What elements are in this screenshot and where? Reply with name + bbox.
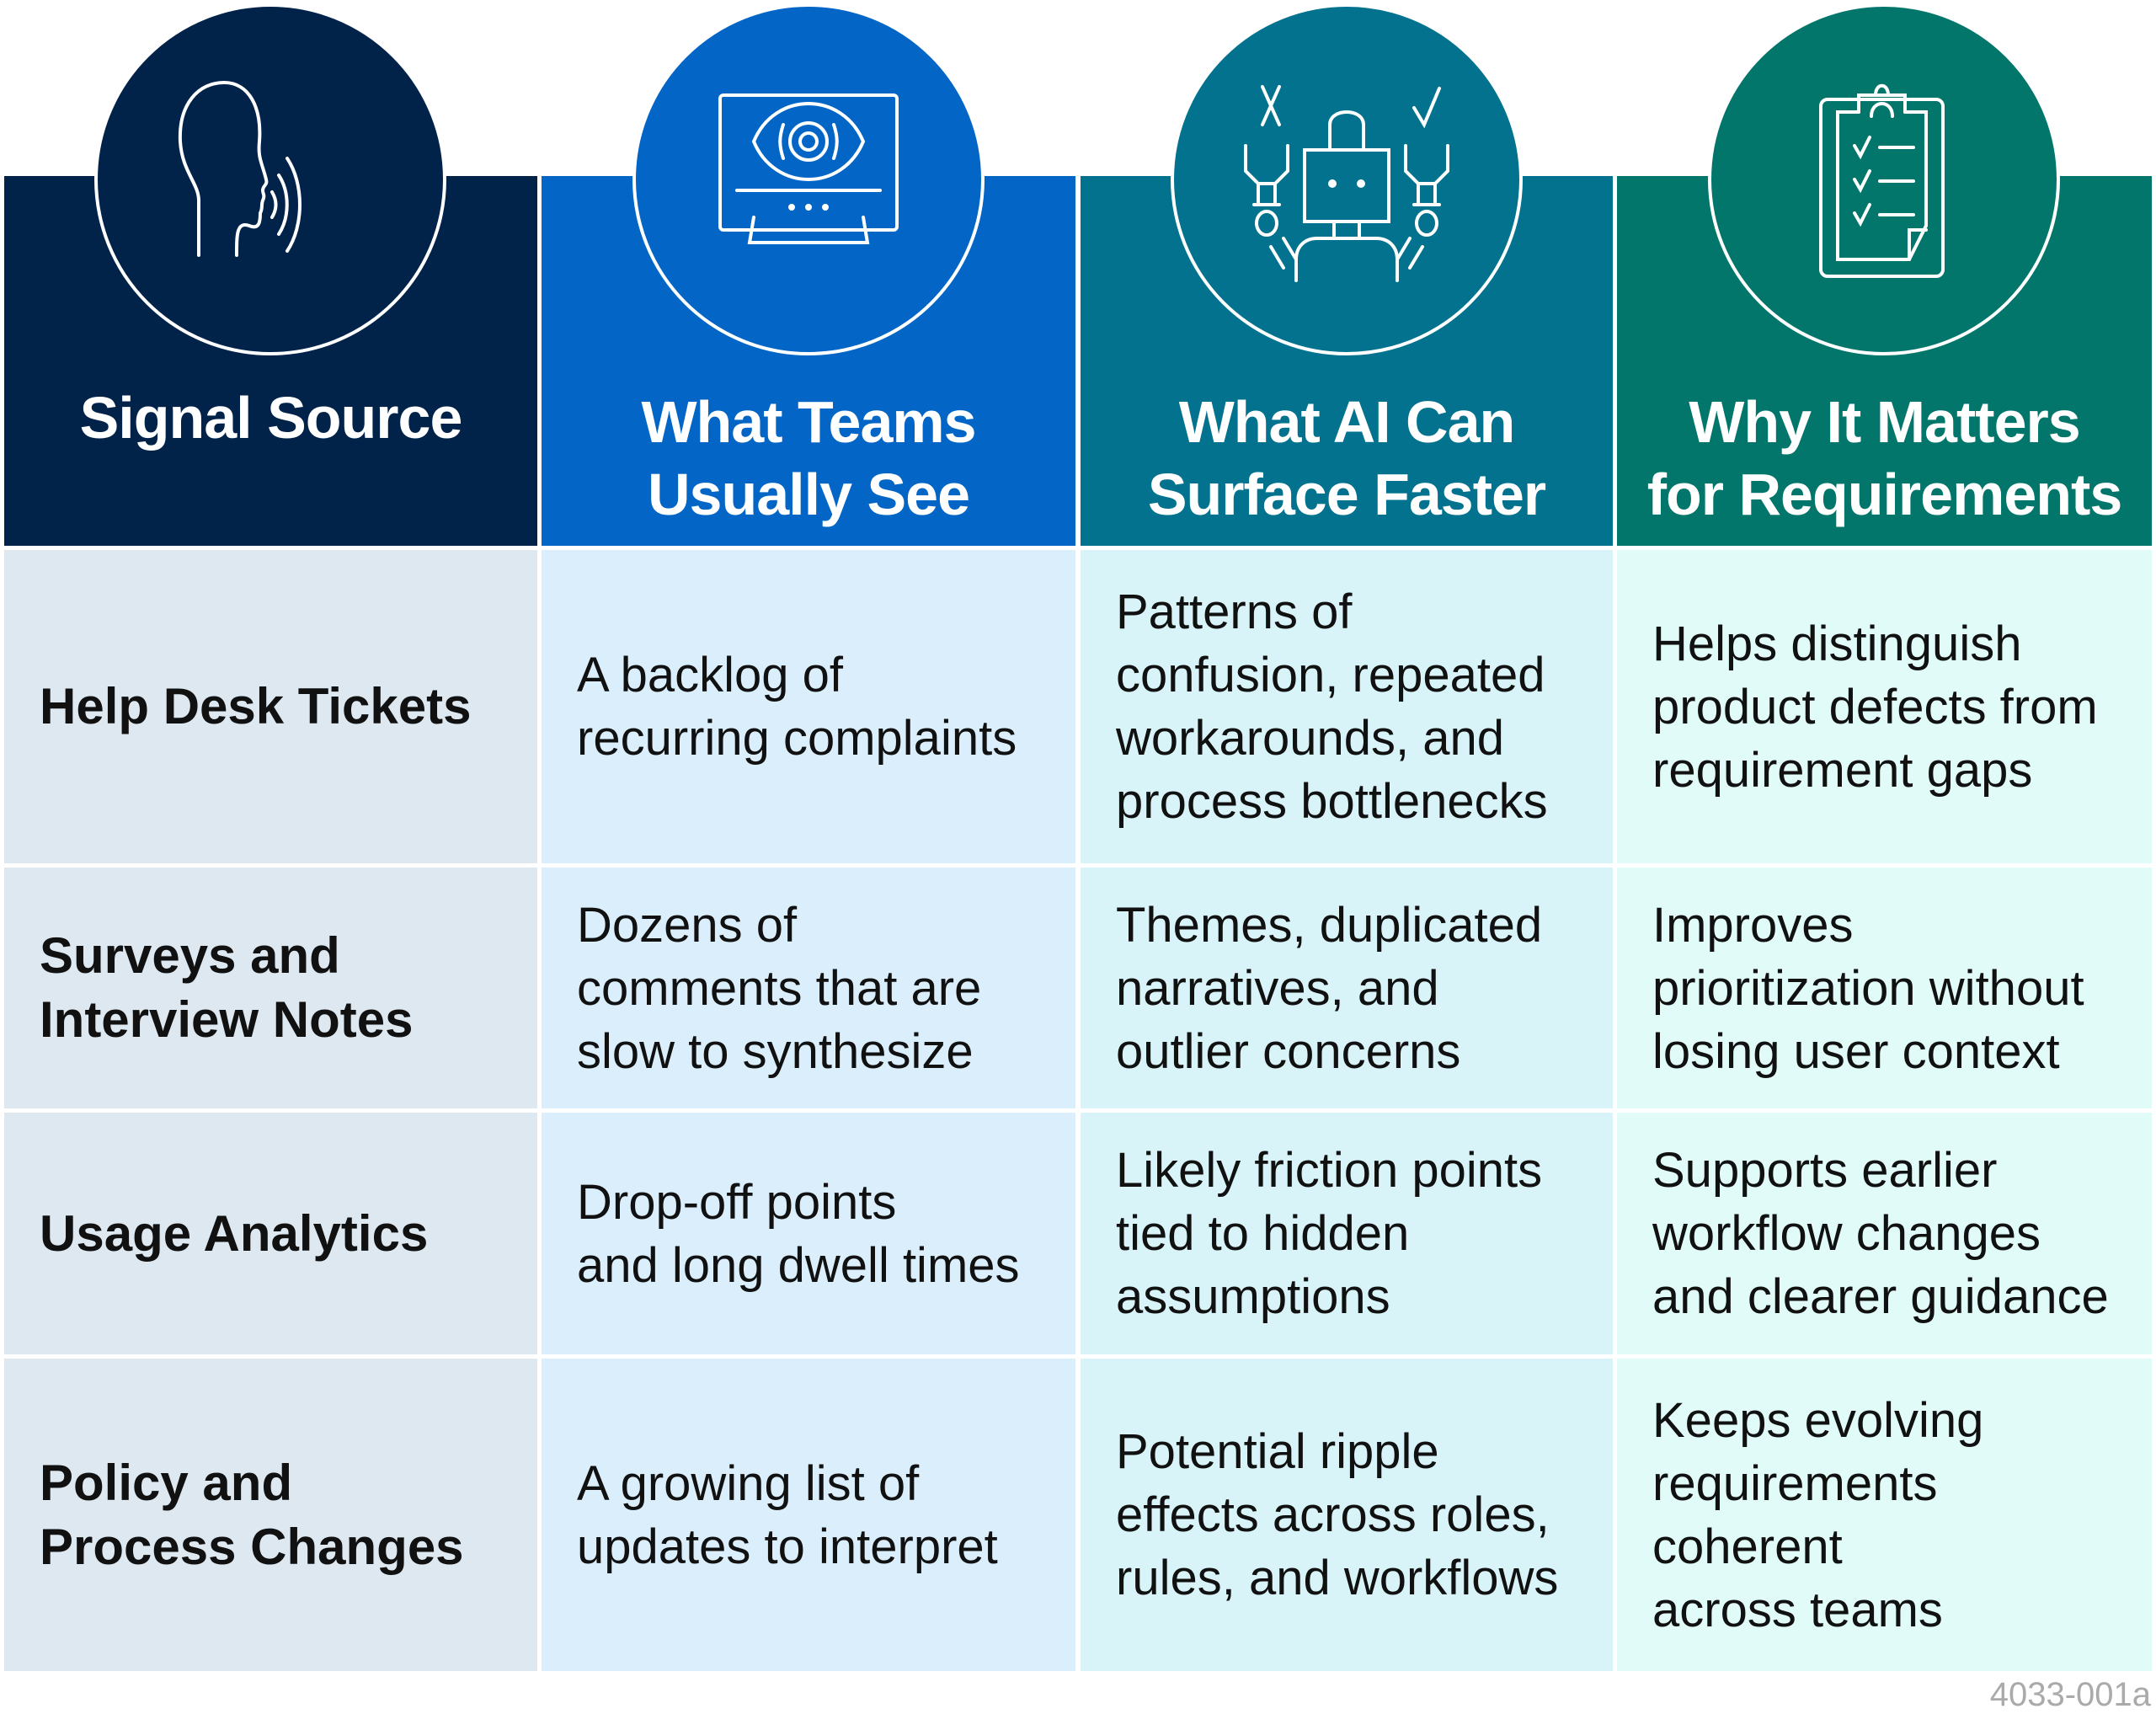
header-signal-source: Signal Source xyxy=(4,3,537,546)
table-cell: Keeps evolving requirements coherent acr… xyxy=(1617,1359,2152,1671)
header-what-ai-surfaces: What AI Can Surface Faster xyxy=(1081,3,1613,546)
column-title: Why It Matters for Requirements xyxy=(1646,389,2123,527)
robot-sorting-icon xyxy=(1244,85,1449,282)
monitor-eye-icon xyxy=(718,93,899,244)
figure-id: 4033-001a xyxy=(1989,1676,2151,1713)
table-cell: Helps distinguish product defects from r… xyxy=(1617,550,2152,863)
icon-circle xyxy=(1171,3,1523,355)
header-why-it-matters: Why It Matters for Requirements xyxy=(1617,3,2152,546)
icon-circle xyxy=(1708,3,2060,355)
row-label: Help Desk Tickets xyxy=(4,550,537,863)
table-cell: Supports earlier workflow changes and cl… xyxy=(1617,1113,2152,1354)
speaking-head-icon xyxy=(178,80,302,257)
row-label: Surveys and Interview Notes xyxy=(4,868,537,1108)
column-title: Signal Source xyxy=(79,385,463,451)
table-cell: Drop-off points and long dwell times xyxy=(542,1113,1075,1354)
icon-circle xyxy=(94,3,446,355)
column-title: What AI Can Surface Faster xyxy=(1147,389,1546,527)
icon-circle xyxy=(632,3,985,355)
table-cell: A growing list of updates to interpret xyxy=(542,1359,1075,1671)
table-cell: Patterns of confusion, repeated workarou… xyxy=(1081,550,1613,863)
row-label: Usage Analytics xyxy=(4,1113,537,1354)
table-cell: Improves prioritization without losing u… xyxy=(1617,868,2152,1108)
table-cell: Themes, duplicated narratives, and outli… xyxy=(1081,868,1613,1108)
table-cell: Dozens of comments that are slow to synt… xyxy=(542,868,1075,1108)
table-cell: Potential ripple effects across roles, r… xyxy=(1081,1359,1613,1671)
column-title: What Teams Usually See xyxy=(641,389,976,527)
table-cell: Likely friction points tied to hidden as… xyxy=(1081,1113,1613,1354)
row-label: Policy and Process Changes xyxy=(4,1359,537,1671)
header-what-teams-see: What Teams Usually See xyxy=(542,3,1075,546)
clipboard-checklist-icon xyxy=(1819,83,1945,278)
table-cell: A backlog of recurring complaints xyxy=(542,550,1075,863)
